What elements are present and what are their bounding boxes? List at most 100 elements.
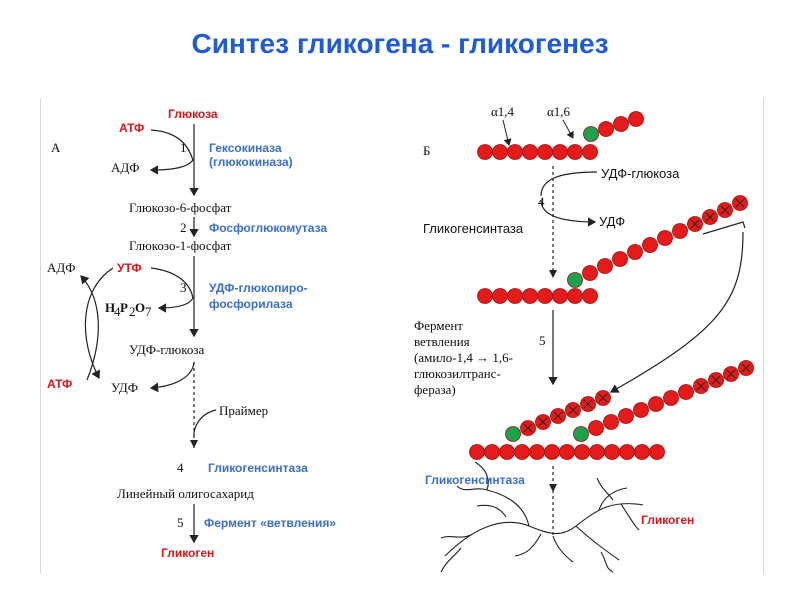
branching-enzyme-line-5: фераза) — [414, 382, 456, 397]
g6p-label: Глюкозо-6-фосфат — [129, 200, 232, 215]
regeneration-curve-2 — [81, 276, 98, 380]
panel-b-label: Б — [423, 143, 430, 158]
enzyme-udp-pyrophosphorylase-2: фосфорилаза — [209, 297, 293, 311]
glucose-residue — [628, 245, 643, 260]
udp-release-curve — [151, 362, 194, 388]
glucose-residue — [649, 397, 664, 412]
glucose-residue — [589, 421, 604, 436]
glucose-label: Глюкоза — [168, 107, 218, 121]
glucose-residue — [673, 224, 688, 239]
g1p-label: Глюкозо-1-фосфат — [129, 238, 232, 253]
udp-release-curve-b — [541, 200, 595, 222]
branching-enzyme-line-1: Фермент — [414, 318, 463, 333]
glucose-residue — [658, 231, 673, 246]
glucose-residue — [568, 289, 583, 304]
glucose-residue — [590, 445, 605, 460]
glucose-residue — [679, 385, 694, 400]
glucose-residue — [493, 145, 508, 160]
branch-point-residue — [506, 427, 521, 442]
svg-text:7: 7 — [145, 304, 152, 319]
enzyme-branching-a: Фермент «ветвления» — [204, 516, 336, 530]
step-4-a: 4 — [177, 460, 184, 475]
dashed-arrowhead-b1 — [549, 270, 557, 278]
step-4-b: 4 — [538, 194, 545, 209]
glucose-residue — [553, 145, 568, 160]
glucose-residue — [583, 145, 598, 160]
glucose-residue — [599, 122, 614, 137]
glucose-residue — [605, 445, 620, 460]
glucose-residue — [523, 289, 538, 304]
glucose-residue — [485, 445, 500, 460]
glucose-residue — [553, 289, 568, 304]
glucose-residue — [650, 445, 665, 460]
glycogen-label-b: Гликоген — [641, 513, 694, 527]
step-5-b: 5 — [539, 333, 546, 348]
page-title: Синтез гликогена - гликогенез — [0, 28, 800, 60]
regeneration-curve-1 — [85, 268, 113, 378]
glucose-residue — [545, 445, 560, 460]
udp-glucose-label-b: УДФ-глюкоза — [601, 166, 680, 181]
dashed-arrowhead-a — [190, 440, 198, 448]
alpha-14-pointer — [503, 120, 509, 145]
glucose-residue — [629, 112, 644, 127]
adp-label-1: АДФ — [111, 160, 140, 175]
glucose-residue — [664, 391, 679, 406]
glucose-residue — [470, 445, 485, 460]
enzyme-udp-pyrophosphorylase-1: УДФ-глюкопиро- — [209, 281, 308, 295]
glucose-residue — [635, 445, 650, 460]
glucose-residue — [619, 409, 634, 424]
glucose-residue — [508, 289, 523, 304]
glycogen-synthase-label-b2: Гликогенсинтаза — [425, 473, 525, 487]
udp-glucose-label: УДФ-глюкоза — [129, 342, 205, 357]
glucose-residue — [508, 145, 523, 160]
utp-label: УТФ — [117, 261, 142, 275]
utp-curve — [151, 268, 193, 308]
branching-enzyme-line-2: ветвления — [414, 334, 470, 349]
atp-label-2: АТФ — [47, 377, 72, 391]
udp-label-b: УДФ — [599, 214, 625, 229]
glucose-chains — [470, 112, 754, 460]
glucose-residue — [598, 259, 613, 274]
branch-point-residue — [574, 427, 589, 442]
glucose-residue — [568, 145, 583, 160]
glucose-residue — [613, 252, 628, 267]
atp-label-1: АТФ — [119, 121, 144, 135]
panel-a-label: А — [51, 140, 61, 155]
pyrophosphate-formula: H 4 P 2 O 7 — [105, 300, 152, 319]
glucose-residue — [583, 266, 598, 281]
glucose-residue — [620, 445, 635, 460]
branching-enzyme-line-3: (амило-1,4 → 1,6- — [414, 350, 513, 365]
glucose-residue — [604, 415, 619, 430]
glucose-residue — [478, 289, 493, 304]
linear-oligosaccharide-label: Линейный олигосахарид — [117, 486, 254, 501]
udp-label-a: УДФ — [111, 380, 138, 395]
branch-point-residue — [568, 273, 583, 288]
step-5-a: 5 — [177, 515, 184, 530]
svg-text:O: O — [135, 300, 145, 315]
alpha-14-label: α1,4 — [491, 104, 515, 119]
glucose-residue — [538, 145, 553, 160]
glycogen-synthase-label-b: Гликогенсинтаза — [423, 221, 524, 236]
branching-enzyme-line-4: глюкозилтранс- — [414, 366, 501, 381]
glucose-residue — [634, 403, 649, 418]
adp-label-2: АДФ — [47, 260, 76, 275]
enzyme-glucokinase: (глюкокиназа) — [209, 155, 293, 169]
alpha-16-pointer — [563, 120, 573, 138]
glucose-residue — [530, 445, 545, 460]
glucose-residue — [643, 238, 658, 253]
glucose-residue — [538, 289, 553, 304]
atp-adp-curve-1 — [151, 130, 193, 170]
glucose-residue — [515, 445, 530, 460]
glycogenesis-figure: А Глюкоза АТФ АДФ 1 Гексокиназа (глюкоки… — [40, 98, 764, 574]
glucose-residue — [493, 289, 508, 304]
glycogen-label-a: Гликоген — [161, 546, 214, 560]
enzyme-hexokinase: Гексокиназа — [209, 141, 282, 155]
svg-text:P: P — [120, 300, 128, 315]
glucose-residue — [523, 145, 538, 160]
enzyme-glycogen-synthase-a: Гликогенсинтаза — [208, 461, 308, 475]
glucose-residue — [478, 145, 493, 160]
glucose-residue — [583, 289, 598, 304]
glucose-residue — [560, 445, 575, 460]
primer-curve — [194, 410, 216, 438]
glucose-residue — [614, 117, 629, 132]
